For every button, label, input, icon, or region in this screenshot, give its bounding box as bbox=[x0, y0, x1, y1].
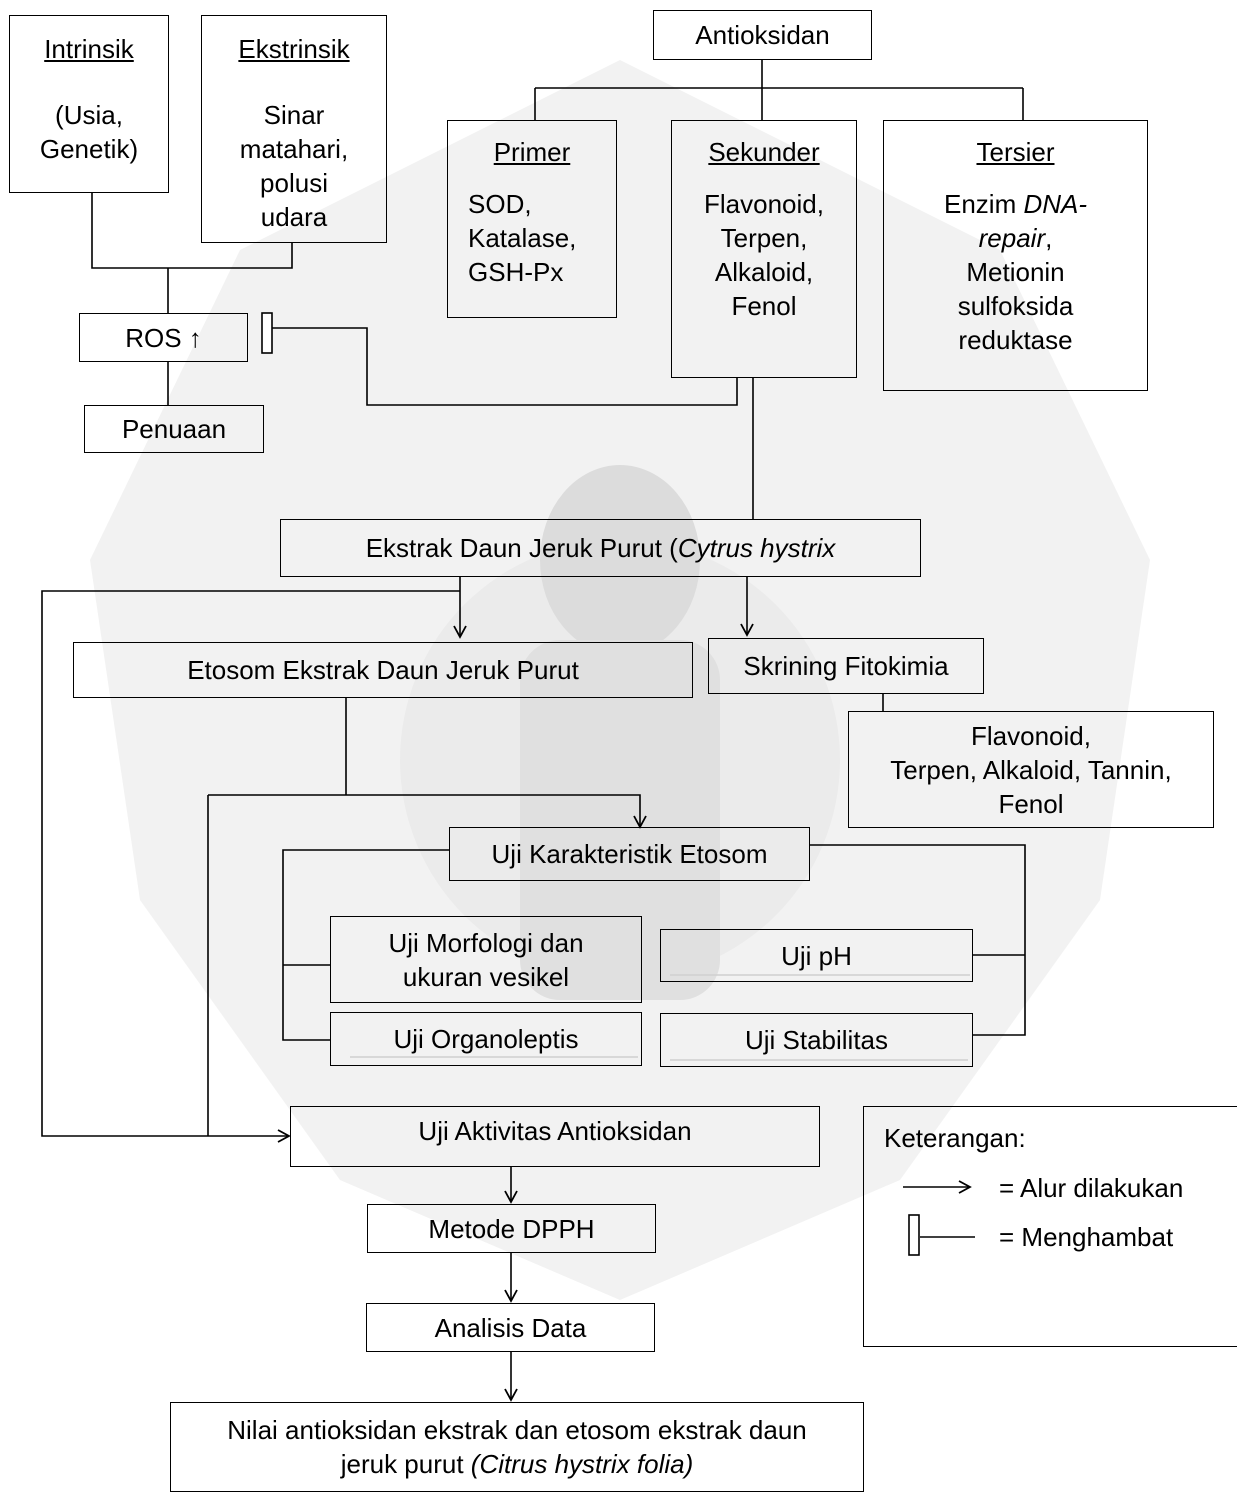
result-box: Nilai antioksidan ekstrak dan etosom eks… bbox=[170, 1402, 864, 1492]
analysis-box: Analisis Data bbox=[366, 1303, 655, 1352]
legend-inhibit-bar bbox=[908, 1214, 920, 1256]
analysis-label: Analisis Data bbox=[434, 1312, 587, 1343]
extract-box: Ekstrak Daun Jeruk Purut (Cytrus hystrix bbox=[280, 519, 921, 577]
morphology-box: Uji Morfologi dan ukuran vesikel bbox=[330, 916, 642, 1003]
antioxidant-test-label: Uji Aktivitas Antioksidan bbox=[418, 1115, 692, 1146]
organoleptic-label: Uji Organoleptis bbox=[393, 1024, 579, 1054]
primary-body: SOD, Katalase, GSH-Px bbox=[468, 189, 577, 287]
antioxidant-box: Antioksidan bbox=[653, 10, 872, 60]
legend-arrow-label: = Alur dilakukan bbox=[999, 1173, 1184, 1203]
aging-box: Penuaan bbox=[84, 405, 264, 453]
extract-loop bbox=[41, 590, 460, 1143]
aging-label: Penuaan bbox=[121, 414, 227, 444]
ethosome-label: Etosom Ekstrak Daun Jeruk Purut bbox=[187, 655, 579, 685]
intrinsic-body: (Usia, Genetik) bbox=[39, 100, 139, 164]
characteristic-right-bracket bbox=[810, 844, 1026, 1036]
extrinsic-box: Ekstrinsik Sinar matahari, polusi udara bbox=[201, 15, 387, 243]
ethosome-box: Etosom Ekstrak Daun Jeruk Purut bbox=[73, 642, 693, 698]
antioxidant-test-box: Uji Aktivitas Antioksidan bbox=[290, 1106, 820, 1167]
extrinsic-title: Ekstrinsik bbox=[238, 34, 350, 64]
morphology-label: Uji Morfologi dan ukuran vesikel bbox=[388, 927, 584, 992]
extract-label: Ekstrak Daun Jeruk Purut (Cytrus hystrix bbox=[365, 533, 836, 563]
dpph-label: Metode DPPH bbox=[428, 1213, 595, 1244]
ph-box: Uji pH bbox=[660, 929, 973, 982]
intrinsic-title: Intrinsik bbox=[44, 34, 134, 64]
legend-inhibit-label: = Menghambat bbox=[999, 1222, 1174, 1252]
screening-label: Skrining Fitokimia bbox=[743, 651, 949, 681]
ros-inhibit-bar bbox=[261, 312, 273, 354]
ros-label: ROS ↑ bbox=[125, 322, 202, 353]
characteristic-left-bracket bbox=[282, 849, 449, 1041]
intrinsic-box: Intrinsik (Usia, Genetik) bbox=[9, 15, 169, 193]
ros-box: ROS ↑ bbox=[79, 313, 248, 362]
extrinsic-body: Sinar matahari, polusi udara bbox=[239, 100, 349, 232]
tertiary-box: Tersier Enzim DNA-repair, Metionin sulfo… bbox=[883, 120, 1148, 391]
secondary-box: Sekunder Flavonoid, Terpen, Alkaloid, Fe… bbox=[671, 120, 857, 378]
primary-title: Primer bbox=[493, 137, 571, 167]
secondary-title: Sekunder bbox=[708, 137, 820, 167]
legend-title: Keterangan: bbox=[884, 1123, 1026, 1153]
inhibit-connector bbox=[272, 327, 738, 406]
stability-box: Uji Stabilitas bbox=[660, 1013, 973, 1067]
intrinsic-connector bbox=[91, 193, 293, 269]
characteristic-box: Uji Karakteristik Etosom bbox=[449, 827, 810, 881]
characteristic-label: Uji Karakteristik Etosom bbox=[491, 839, 768, 869]
screening-box: Skrining Fitokimia bbox=[708, 638, 984, 694]
stability-label: Uji Stabilitas bbox=[744, 1025, 889, 1055]
dpph-box: Metode DPPH bbox=[367, 1204, 656, 1253]
screening-result-label: Flavonoid, Terpen, Alkaloid, Tannin, Fen… bbox=[890, 720, 1172, 819]
tertiary-title: Tersier bbox=[976, 137, 1055, 167]
ph-label: Uji pH bbox=[781, 940, 852, 971]
organoleptic-box: Uji Organoleptis bbox=[330, 1012, 642, 1066]
tertiary-body: Enzim DNA-repair, Metionin sulfoksida re… bbox=[943, 189, 1088, 355]
screening-result-box: Flavonoid, Terpen, Alkaloid, Tannin, Fen… bbox=[848, 711, 1214, 828]
legend-box: Keterangan: = Alur dilakukan = Menghamba… bbox=[863, 1106, 1237, 1347]
antioxidant-label: Antioksidan bbox=[695, 20, 830, 50]
secondary-body: Flavonoid, Terpen, Alkaloid, Fenol bbox=[704, 189, 824, 321]
primary-box: Primer SOD, Katalase, GSH-Px bbox=[447, 120, 617, 318]
result-label: Nilai antioksidan ekstrak dan etosom eks… bbox=[227, 1415, 807, 1479]
to-characteristic bbox=[208, 794, 647, 829]
